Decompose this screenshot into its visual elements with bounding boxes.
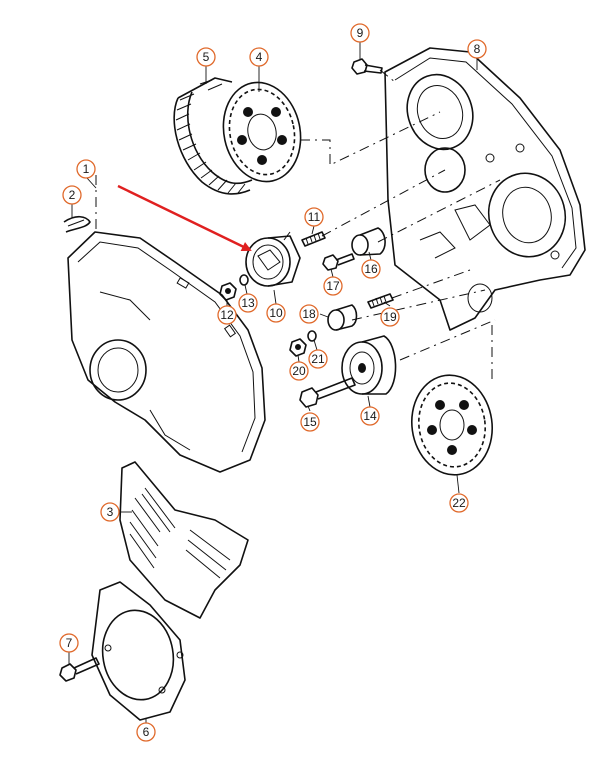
callout-4: 4 — [249, 47, 269, 67]
callout-18: 18 — [299, 304, 319, 324]
bolt-15 — [299, 377, 356, 408]
svg-text:16: 16 — [364, 262, 378, 276]
svg-text:21: 21 — [311, 352, 325, 366]
callout-17: 17 — [323, 276, 343, 296]
callout-9: 9 — [350, 23, 370, 43]
rear-timing-cover — [384, 47, 586, 331]
nut-12 — [219, 282, 237, 301]
callout-19: 19 — [380, 307, 400, 327]
clip — [63, 215, 91, 233]
callout-15: 15 — [300, 412, 320, 432]
svg-text:15: 15 — [303, 415, 317, 429]
stud-19 — [367, 293, 394, 309]
guide-roller — [341, 335, 397, 395]
svg-text:6: 6 — [143, 725, 150, 739]
svg-text:22: 22 — [452, 496, 466, 510]
washer-21 — [307, 330, 317, 342]
crankshaft-sprocket — [410, 374, 494, 476]
callout-11: 11 — [304, 207, 324, 227]
front-timing-cover — [67, 231, 266, 473]
svg-text:11: 11 — [308, 210, 321, 224]
bolt-9 — [351, 58, 383, 75]
svg-text:10: 10 — [269, 306, 283, 320]
callout-20: 20 — [289, 361, 309, 381]
svg-text:4: 4 — [256, 50, 263, 64]
callout-12: 12 — [217, 305, 237, 325]
svg-text:13: 13 — [241, 296, 255, 310]
svg-text:3: 3 — [107, 505, 114, 519]
bolt-7 — [59, 657, 100, 682]
svg-text:19: 19 — [383, 310, 397, 324]
callout-21: 21 — [308, 349, 328, 369]
toothed-belt — [173, 77, 253, 195]
svg-text:9: 9 — [357, 26, 364, 40]
tensioning-roller — [245, 231, 301, 287]
stud-11 — [301, 231, 326, 247]
camshaft-sprocket — [222, 81, 302, 183]
callout-5: 5 — [196, 47, 216, 67]
nut-20 — [289, 338, 307, 357]
spacer-sleeve — [351, 227, 386, 256]
callout-13: 13 — [238, 293, 258, 313]
callout-6: 6 — [136, 722, 156, 742]
bolt-17 — [322, 253, 355, 271]
callout-8: 8 — [467, 39, 487, 59]
callout-22: 22 — [449, 493, 469, 513]
svg-text:14: 14 — [363, 409, 377, 423]
svg-text:8: 8 — [474, 42, 481, 56]
svg-text:20: 20 — [292, 364, 306, 378]
svg-text:18: 18 — [302, 307, 316, 321]
callout-3: 3 — [100, 502, 120, 522]
bush-18 — [327, 304, 358, 331]
svg-text:5: 5 — [203, 50, 210, 64]
lower-cover — [91, 581, 186, 721]
callout-2: 2 — [62, 185, 82, 205]
callout-14: 14 — [360, 406, 380, 426]
svg-text:1: 1 — [83, 162, 90, 176]
svg-text:17: 17 — [326, 279, 340, 293]
svg-text:2: 2 — [69, 188, 76, 202]
callout-1: 1 — [76, 159, 96, 179]
svg-text:12: 12 — [220, 308, 234, 322]
pointer-arrow — [117, 184, 252, 252]
assembly-lines — [95, 69, 501, 380]
callout-10: 10 — [266, 303, 286, 323]
callout-7: 7 — [59, 633, 79, 653]
washer-13 — [239, 274, 249, 286]
svg-text:7: 7 — [66, 636, 73, 650]
lower-middle-cover — [119, 461, 249, 619]
callout-16: 16 — [361, 259, 381, 279]
